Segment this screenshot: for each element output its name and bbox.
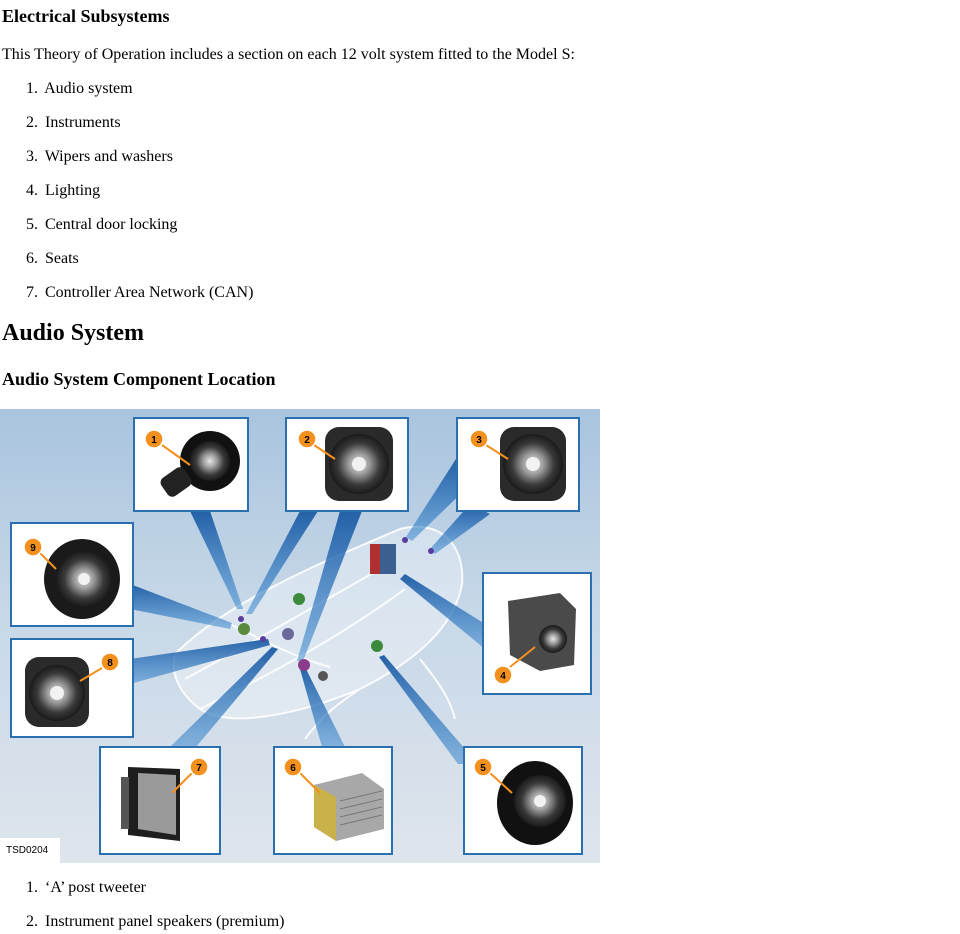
list-item: 7. Controller Area Network (CAN)	[26, 284, 254, 301]
svg-text:2: 2	[304, 435, 310, 446]
instrument-panel-speaker-image	[325, 427, 393, 501]
section-title: Electrical Subsystems	[2, 6, 170, 26]
callout-badge-1: 1	[144, 429, 191, 466]
svg-text:4: 4	[500, 671, 506, 682]
callout-badge-6: 6	[283, 757, 321, 794]
rear-speaker-image	[500, 427, 566, 501]
svg-text:1: 1	[151, 435, 157, 446]
svg-text:3: 3	[476, 435, 482, 446]
list-item: 6. Seats	[26, 250, 79, 267]
subwoofer-enclosure-image	[508, 593, 576, 671]
list-item: 2. Instrument panel speakers (premium)	[26, 913, 285, 930]
list-item: 3. Wipers and washers	[26, 148, 173, 165]
subwoofer-image	[497, 761, 573, 845]
callout-badge-3: 3	[469, 429, 509, 460]
figure-id-label: TSD0204	[0, 838, 60, 863]
amplifier-image-7	[121, 767, 180, 841]
door-speaker-image-8	[25, 657, 89, 727]
list-item: 2. Instruments	[26, 114, 121, 131]
callout-badge-5: 5	[473, 757, 513, 794]
svg-text:8: 8	[107, 658, 113, 669]
figure-illustration: 1 2 3 9 8	[10, 417, 592, 855]
svg-text:9: 9	[30, 543, 36, 554]
callout-badge-2: 2	[297, 429, 336, 460]
callout-badge-8: 8	[79, 652, 120, 682]
amplifier-image-6	[314, 773, 384, 841]
tweeter-image	[160, 431, 240, 497]
callout-badge-7: 7	[171, 757, 209, 794]
list-item: 5. Central door locking	[26, 216, 178, 233]
door-speaker-image-9	[44, 539, 120, 619]
callout-badge-9: 9	[23, 537, 57, 570]
list-item: 4. Lighting	[26, 182, 101, 199]
callout-badges: 1 2 3 9 8	[23, 429, 536, 794]
list-item: 1. ‘A’ post tweeter	[26, 879, 146, 896]
component-location-figure: 1 2 3 9 8	[0, 409, 600, 863]
svg-text:7: 7	[196, 763, 202, 774]
callout-badge-4: 4	[493, 646, 536, 685]
intro-paragraph: This Theory of Operation includes a sect…	[2, 46, 575, 63]
svg-text:5: 5	[480, 763, 486, 774]
component-location-heading: Audio System Component Location	[2, 369, 276, 389]
list-item: 1. Audio system	[26, 80, 133, 97]
svg-text:6: 6	[290, 763, 296, 774]
audio-system-heading: Audio System	[2, 320, 145, 346]
vehicle-component-markers	[238, 537, 434, 681]
callout-beams	[130, 459, 490, 764]
